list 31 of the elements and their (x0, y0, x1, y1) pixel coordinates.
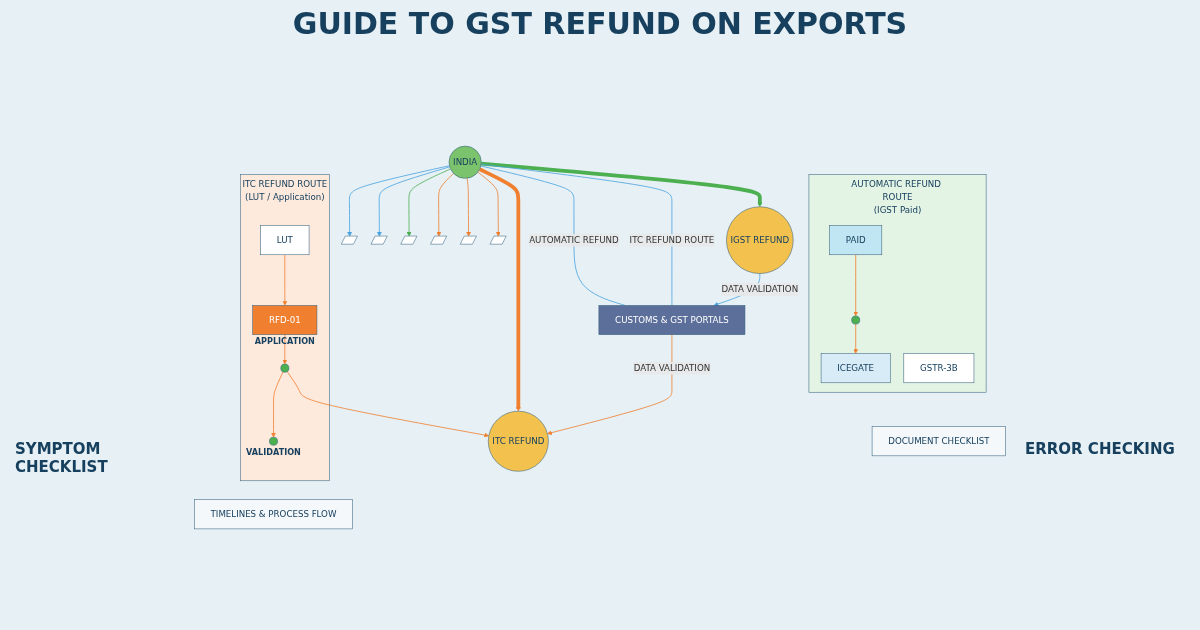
edge-label: AUTOMATIC REFUND (529, 234, 619, 246)
node-box: PAID (829, 225, 883, 256)
node-box: DOCUMENT CHECKLIST (871, 426, 1006, 457)
edge-label: ITC REFUND ROUTE (629, 234, 715, 246)
node-picture (370, 235, 388, 245)
step-caption: APPLICATION (254, 336, 315, 347)
section-heading: ERROR CHECKING (1025, 440, 1176, 458)
node-picture (489, 235, 507, 245)
node-box: CUSTOMS & GST PORTALS (598, 305, 746, 335)
node-picture (459, 235, 477, 245)
node-circle (280, 363, 290, 373)
node-picture (400, 235, 418, 245)
node-box: GSTR-3B (903, 353, 975, 384)
node-picture (341, 235, 358, 245)
section-heading: SYMPTOM CHECKLIST (15, 440, 109, 476)
edge-label: DATA VALIDATION (633, 362, 711, 374)
connector (480, 163, 673, 306)
node-box: ICEGATE (820, 353, 891, 384)
node-circle (269, 436, 278, 446)
node-circle: INDIA (448, 145, 482, 179)
node-circle (851, 315, 860, 325)
node-circle: ITC REFUND (488, 410, 549, 472)
node-box: LUT (260, 225, 310, 256)
node-box: RFD-01 (252, 305, 318, 335)
node-picture (430, 235, 447, 245)
edge-label: DATA VALIDATION (721, 284, 799, 295)
step-caption: VALIDATION (246, 447, 301, 457)
arrow (481, 161, 763, 207)
node-box: TIMELINES & PROCESS FLOW (194, 499, 353, 530)
title: GUIDE TO GST REFUND ON EXPORTS (291, 6, 909, 41)
node-circle: IGST REFUND (726, 206, 794, 274)
